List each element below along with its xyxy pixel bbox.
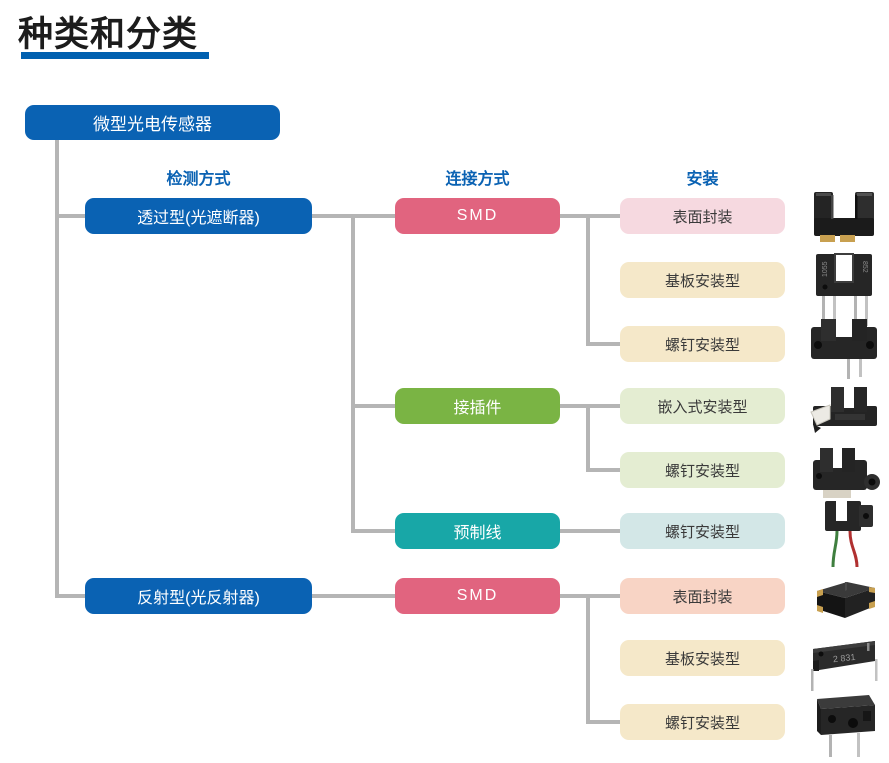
node-reflective-type: 反射型(光反射器) [85,578,312,614]
product-marking-right: 852 [861,261,868,273]
slot-sensor-screw-mount-icon [811,319,877,379]
column-header-connection-method: 连接方式 [445,171,510,188]
node-pcb-mount-1: 基板安装型 [620,262,785,298]
connector-line-to-screw4 [586,720,620,724]
product-photo-slot-sensor-pre-wired [803,498,885,572]
connector-line-reflective-branch [312,594,395,598]
product-photo-slot-sensor-connector-type [803,383,885,441]
node-embedded-mount: 嵌入式安装型 [620,388,785,424]
connector-line-smd2-branch [560,594,620,598]
slot-sensor-pre-wired-icon [825,501,873,568]
node-screw-mount-1: 螺钉安装型 [620,326,785,362]
product-marking: 2 831 [832,652,855,664]
connector-line-to-through-beam [55,214,85,218]
reflective-sensor-pcb-mount-icon: 2 831 [811,641,878,691]
connector-line-root-vertical [55,140,59,598]
connector-line-smd1-vertical [586,214,590,346]
connector-line-to-screw1 [586,342,620,346]
node-connector: 接插件 [395,388,560,424]
product-photo-reflective-sensor-screw-mount [803,690,885,760]
connector-line-smd2-vertical [586,594,590,724]
connector-line-connector-vertical [586,404,590,472]
node-screw-mount-2: 螺钉安装型 [620,452,785,488]
product-marking-left: 1055 [822,261,829,277]
connector-line-to-screw2 [586,468,620,472]
node-screw-mount-4: 螺钉安装型 [620,704,785,740]
product-photo-reflective-sensor-smd-chip [803,576,885,624]
connector-line-connector-branch [560,404,620,408]
node-prewired: 预制线 [395,513,560,549]
column-header-mounting: 安装 [686,171,719,188]
product-photo-slot-sensor-screw-mount [803,316,885,382]
connector-line-prewired-branch [560,529,620,533]
product-photo-reflective-sensor-pcb-mount: 2 831 [803,630,885,700]
slot-sensor-screw-mount-ear-icon [813,448,880,498]
connector-line-to-prewired [351,529,395,533]
root-node-micro-photoelectric-sensor: 微型光电传感器 [25,105,280,140]
product-photo-slot-sensor-screw-mount-ear [803,443,885,509]
node-pcb-mount-2: 基板安装型 [620,640,785,676]
node-smd-2: SMD [395,578,560,614]
node-surface-mount-1: 表面封装 [620,198,785,234]
column-header-detection-method: 检测方式 [166,171,231,188]
connector-line-to-reflective [55,594,85,598]
node-surface-mount-2: 表面封装 [620,578,785,614]
connector-line-to-connector [351,404,395,408]
connector-line-connection-vertical [351,214,355,533]
reflective-sensor-screw-mount-icon [817,695,875,757]
product-photo-slot-sensor-pcb-mount: 1055 852 [803,250,885,330]
slot-sensor-surface-mount-icon [814,192,874,242]
reflective-sensor-smd-chip-icon [817,582,875,618]
connector-line-smd1-branch [560,214,620,218]
node-smd-1: SMD [395,198,560,234]
node-through-beam-type: 透过型(光遮断器) [85,198,312,234]
node-screw-mount-3: 螺钉安装型 [620,513,785,549]
slot-sensor-pcb-mount-icon: 1055 852 [816,253,872,326]
title-underline [21,52,209,59]
product-photo-slot-sensor-surface-mount [803,188,885,246]
slot-sensor-connector-type-icon [810,387,877,433]
page-title: 种类和分类 [18,15,199,54]
